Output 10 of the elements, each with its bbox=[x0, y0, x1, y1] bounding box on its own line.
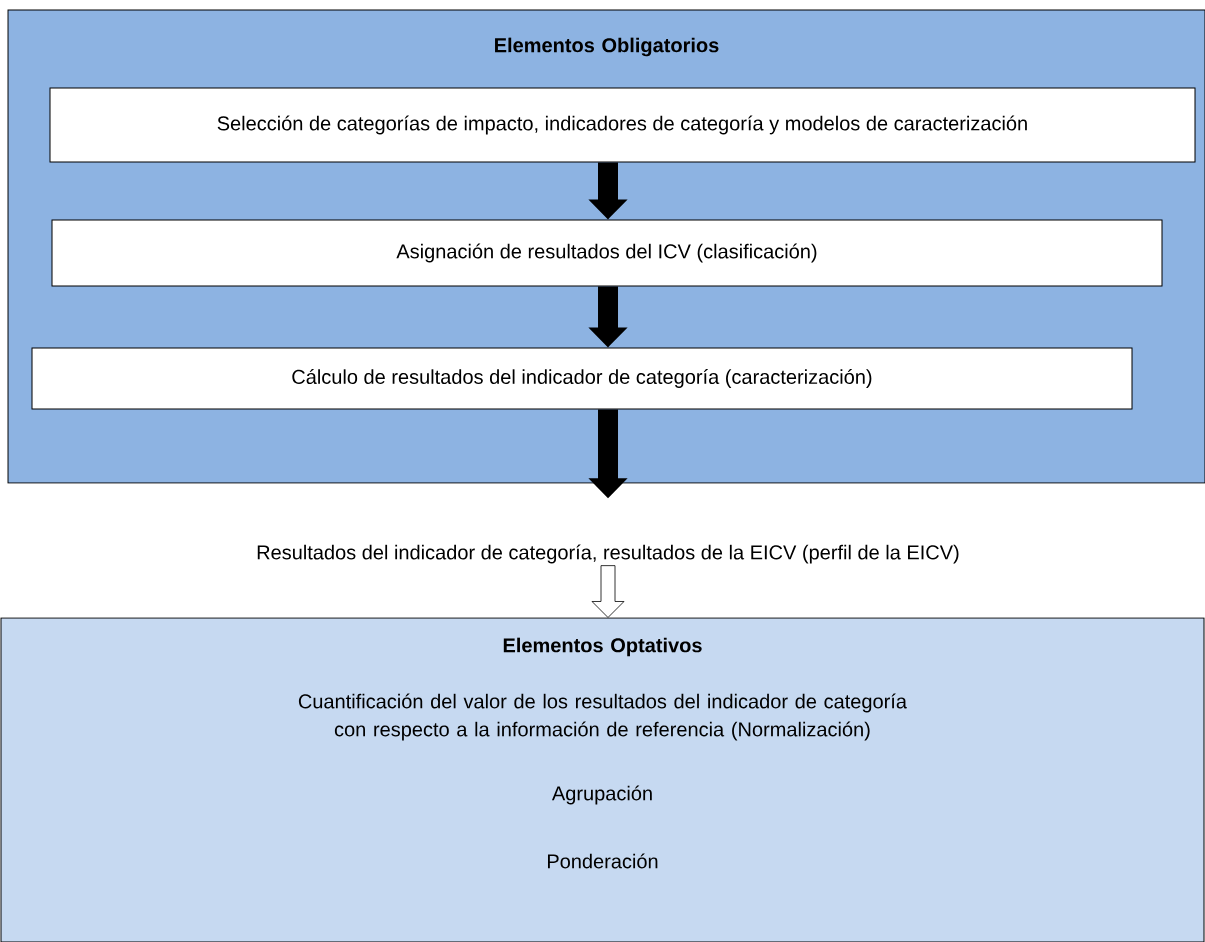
heading: Elementos Optativos bbox=[503, 637, 702, 657]
process-box: Selección de categorías de impacto, indicadores de categoría y modelos de caracterización bbox=[49, 87, 1196, 163]
heading: Elementos Obligatorios bbox=[495, 37, 719, 57]
body-text: Ponderación bbox=[548, 853, 658, 869]
process-box: Cálculo de resultados del indicador de categoría (caracterización) bbox=[31, 347, 1133, 410]
body-text: Cuantificación del valor de los resultados del indicador de categoría con respecto a la información de referencia (Normalización) bbox=[298, 693, 907, 741]
result-text: Resultados del indicador de categoría, resultados de la EICV (perfil de la EICV) bbox=[257, 544, 959, 564]
hollow-arrow bbox=[591, 565, 625, 618]
body-text: Agrupación bbox=[551, 785, 652, 805]
process-box: Asignación de resultados del ICV (clasificación) bbox=[51, 219, 1163, 287]
